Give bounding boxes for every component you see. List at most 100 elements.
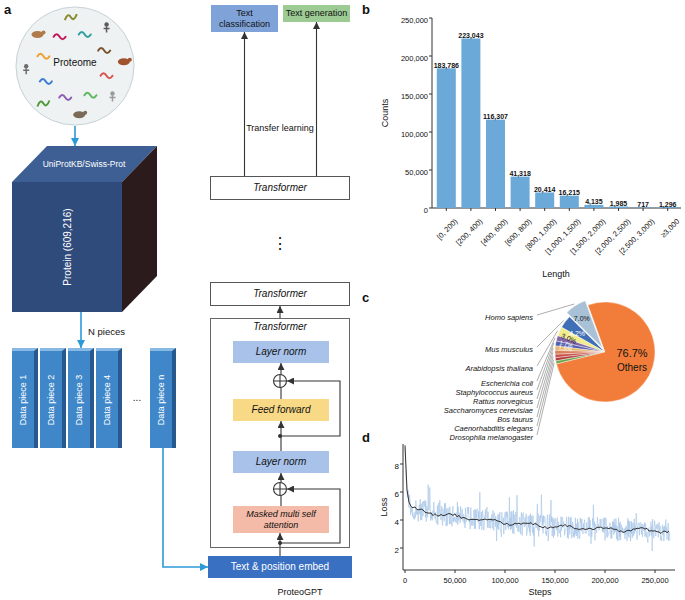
label-holder: Arabidopsis thaliana (465, 357, 533, 375)
species-name: Drosophila melanogaster (450, 433, 533, 442)
label-holder: 1.6% (557, 335, 574, 355)
add-symbol (274, 483, 287, 496)
node-title: UniProtKB/Swiss-Prot (43, 159, 126, 169)
leader-line (537, 352, 553, 408)
species-name: Mus musculus (485, 345, 533, 354)
leader-line (537, 348, 553, 399)
ellipsis: ⋮ (272, 235, 288, 252)
organism-icon (42, 30, 46, 34)
label-holder: 200,000 (591, 569, 618, 587)
label-holder: ProteoGPT (277, 581, 322, 599)
ellipsis: ... (133, 392, 141, 403)
axis-tick-label: 100,000 (491, 576, 518, 585)
text-holder: UniProtKB/Swiss-Prot (43, 158, 126, 169)
label-holder: 200,000 (401, 47, 428, 65)
axis-tick (429, 170, 432, 171)
node-text: Data piece n (156, 374, 166, 425)
add-symbol (274, 375, 286, 387)
label-holder: N pieces (88, 321, 125, 339)
data-piece: Data piece n (150, 348, 176, 448)
label-holder: 250,000 (641, 569, 668, 587)
cube-front (12, 182, 122, 312)
axis-tick-label: 200,000 (401, 54, 428, 63)
axis-line (403, 444, 675, 570)
axis-tick-label: 2 (395, 546, 399, 555)
label-holder: 8 (395, 455, 399, 473)
bar-value: 1,296 (659, 201, 677, 208)
protein-squiggle (79, 32, 91, 37)
node-text: Data piece 3 (74, 374, 84, 425)
text-holder: Data piece 2 (45, 374, 57, 425)
axis-tick (643, 208, 644, 211)
axis-tick-label: 4 (395, 518, 399, 527)
label-holder: 16,215 (559, 181, 580, 199)
panel-letter: d (362, 430, 370, 445)
axis-title: Loss (379, 497, 389, 516)
text-holder: Data piece 1 (17, 374, 29, 425)
axis-tick (520, 208, 521, 211)
bar (511, 177, 530, 208)
label-holder: 50,000 (444, 569, 467, 587)
connector (279, 306, 280, 318)
node-text: Text & position embed (229, 561, 331, 573)
protein-squiggle (40, 79, 52, 84)
node-text: Transformer (251, 182, 309, 194)
axis-tick (655, 570, 656, 573)
note-text: Transfer learning (246, 123, 314, 133)
text-holder: Protein (609,216) (62, 208, 73, 285)
label-holder: Drosophila melanogaster (450, 426, 533, 444)
panel-letter: a (4, 2, 11, 17)
branch-dot (278, 541, 282, 545)
species-name: Escherichia coli (481, 379, 533, 388)
note-text: N pieces (88, 326, 125, 337)
axis-tick-label: 50,000 (405, 168, 428, 177)
organism-icon (83, 111, 87, 115)
axis-line (432, 18, 681, 208)
label-holder: ... (133, 387, 141, 405)
axis-tick (569, 208, 570, 211)
embed-box: Text & position embed (208, 556, 352, 578)
node-text: Masked multi self attention (233, 509, 329, 530)
bar (560, 196, 579, 208)
connector (316, 22, 317, 176)
proteome-circle: Proteome (15, 6, 135, 126)
axis-title: Counts (380, 99, 390, 128)
protein-squiggle (37, 54, 49, 59)
transformer-box: Transformer (210, 282, 350, 306)
axis-tick (400, 492, 403, 493)
species-name: Bos taurus (497, 415, 533, 424)
bar (437, 68, 456, 208)
panel-letter: c (362, 290, 369, 305)
label-holder: Bos taurus (497, 408, 533, 426)
percent-label: 76.7% (616, 347, 647, 359)
axis-tick (544, 208, 545, 211)
axis-tick (667, 208, 668, 211)
bar-value: 41,318 (509, 170, 530, 177)
percent-label: 1.6% (558, 344, 573, 352)
axis-tick (555, 570, 556, 573)
protein-squiggle (54, 34, 66, 39)
label-holder: 183,786 (434, 54, 459, 72)
label-holder: 1,985 (610, 192, 628, 210)
label-holder: Rattus norvegicus (473, 390, 533, 408)
data-piece: Data piece 3 (68, 348, 94, 448)
label-holder: 250,000 (401, 9, 428, 27)
label-holder: c (362, 288, 369, 306)
bar-value: 223,043 (458, 32, 483, 39)
label-holder: 223,043 (458, 24, 483, 42)
bar-value: 717 (637, 201, 649, 208)
label-holder: 0 (403, 569, 407, 587)
axis-title: Length (542, 269, 570, 279)
label-holder: 150,000 (401, 85, 428, 103)
label-holder: Transfer learning (246, 117, 314, 135)
leader-line (537, 304, 574, 315)
leader-line (537, 360, 554, 426)
axis-tick (618, 208, 619, 211)
axis-tick-label: 50,000 (444, 576, 467, 585)
axis-tick (495, 208, 496, 211)
data-piece: Data piece 4 (96, 348, 122, 448)
label-holder: [200, 400) (449, 212, 485, 248)
label-holder: d (362, 428, 370, 446)
attention-box: Masked multi self attention (233, 506, 329, 533)
